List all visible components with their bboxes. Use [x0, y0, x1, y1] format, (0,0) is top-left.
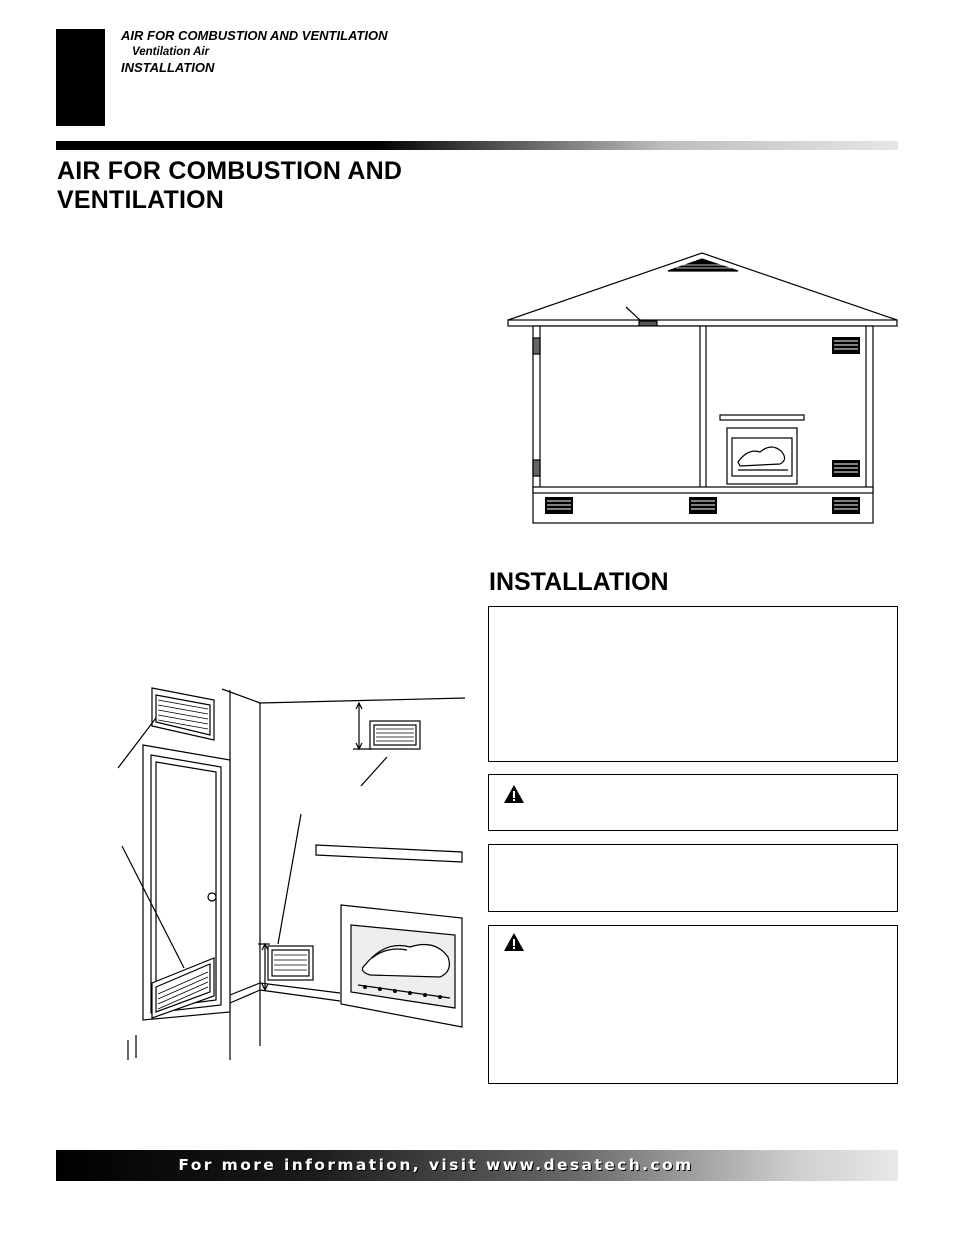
breadcrumb-section: AIR FOR COMBUSTION AND VENTILATION	[121, 28, 388, 43]
breadcrumb: AIR FOR COMBUSTION AND VENTILATION Venti…	[121, 28, 388, 76]
breadcrumb-subsection: Ventilation Air	[132, 46, 210, 58]
caution-box	[488, 844, 898, 912]
wall-vent-grilles	[545, 337, 860, 514]
warning-triangle-icon	[504, 785, 524, 803]
notice-box	[488, 606, 898, 762]
warning-box-2	[488, 925, 898, 1084]
warning-box-1	[488, 774, 898, 831]
breadcrumb-next-section: INSTALLATION	[121, 60, 215, 75]
installation-heading: INSTALLATION	[489, 568, 669, 596]
header-rule	[56, 141, 898, 150]
warning-triangle-icon	[504, 933, 524, 951]
page-title: AIR FOR COMBUSTION AND VENTILATION	[57, 157, 403, 214]
footer-link-text: For more information, visit www.desatech…	[178, 1156, 694, 1174]
footer-bar: For more information, visit www.desatech…	[56, 1150, 898, 1181]
section-tab-marker	[56, 29, 105, 126]
